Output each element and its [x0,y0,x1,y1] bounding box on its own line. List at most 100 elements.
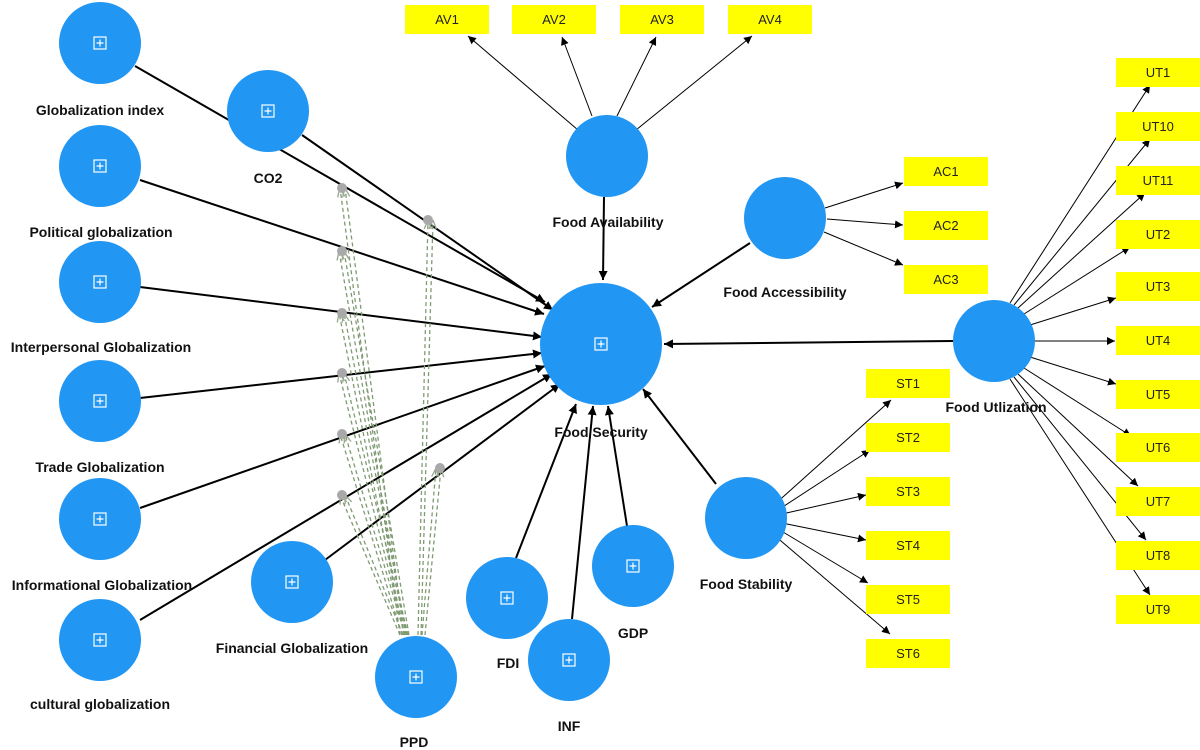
construct-globalization-index[interactable] [59,2,141,84]
label-food-availability: Food Availability [553,214,664,230]
label-trade-globalization: Trade Globalization [35,459,164,475]
indicator-ut6[interactable]: UT6 [1116,433,1200,462]
indicator-ut4[interactable]: UT4 [1116,326,1200,355]
svg-text:ST2: ST2 [896,430,920,445]
junction-dot [337,368,347,378]
indicator-st2[interactable]: ST2 [866,423,950,452]
construct-financial-globalization[interactable] [251,541,333,623]
label-fdi: FDI [497,655,520,671]
loading-av3 [616,36,657,117]
construct-food-availability[interactable] [566,115,648,197]
junction-dot [435,463,445,473]
junction-dot [337,429,347,439]
indicator-ac2[interactable]: AC2 [904,211,988,240]
path-gdp-to-food-security [604,405,628,527]
label-food-accessibility: Food Accessibility [723,284,846,300]
indicator-av4[interactable]: AV4 [728,5,812,34]
loading-av1 [467,35,579,131]
loading-st1 [773,399,892,506]
svg-text:AC3: AC3 [933,272,958,287]
path-food-utilization-to-food-security [663,339,954,349]
indicator-ut2[interactable]: UT2 [1116,220,1200,249]
construct-inf[interactable] [528,619,610,701]
indicator-ut1[interactable]: UT1 [1116,58,1200,87]
indicator-ac1[interactable]: AC1 [904,157,988,186]
construct-food-accessibility[interactable] [744,177,826,259]
construct-food-security[interactable] [540,283,662,405]
construct-interpersonal-globalization[interactable] [59,241,141,323]
plus-square-icon [500,591,514,605]
indicator-ut7[interactable]: UT7 [1116,487,1200,516]
indicator-st5[interactable]: ST5 [866,585,950,614]
construct-ppd[interactable] [375,636,457,718]
indicator-ut10[interactable]: UT10 [1116,112,1200,141]
construct-co2[interactable] [227,70,309,152]
svg-text:ST1: ST1 [896,376,920,391]
svg-text:UT6: UT6 [1146,440,1171,455]
indicator-st1[interactable]: ST1 [866,369,950,398]
loading-ac3 [823,231,904,266]
plus-square-icon [93,36,107,50]
path-food-accessibility-to-food-security [651,242,751,308]
loading-ac2 [826,218,904,229]
indicator-av2[interactable]: AV2 [512,5,596,34]
label-ppd: PPD [400,734,429,750]
plus-square-icon [626,559,640,573]
moderator-line [424,468,441,636]
moderator-line [339,373,406,636]
moderator-line [345,188,405,636]
indicator-st4[interactable]: ST4 [866,531,950,560]
junction-dot [337,308,347,318]
junction-dot [337,183,347,193]
construct-gdp[interactable] [592,525,674,607]
loading-ut11 [1017,192,1146,309]
construct-food-stability[interactable] [705,477,787,559]
indicator-st3[interactable]: ST3 [866,477,950,506]
construct-cultural-globalization[interactable] [59,599,141,681]
indicator-av3[interactable]: AV3 [620,5,704,34]
svg-text:UT1: UT1 [1146,65,1171,80]
moderator-junctions [337,183,445,500]
loading-st2 [777,449,871,511]
svg-text:UT10: UT10 [1142,119,1174,134]
svg-text:UT11: UT11 [1143,173,1174,188]
loading-ac1 [824,181,904,209]
label-financial-globalization: Financial Globalization [216,640,368,656]
loading-ut6 [1023,367,1132,437]
svg-text:AV3: AV3 [650,12,674,27]
moderator-line [340,434,403,636]
indicator-st6[interactable]: ST6 [866,639,950,668]
svg-text:ST3: ST3 [896,484,920,499]
loading-st4 [781,522,867,543]
indicator-ut9[interactable]: UT9 [1116,595,1200,624]
label-food-stability: Food Stability [700,576,793,592]
construct-trade-globalization[interactable] [59,360,141,442]
label-informational-globalization: Informational Globalization [12,577,192,593]
svg-text:ST6: ST6 [896,646,920,661]
plus-square-icon [409,670,423,684]
indicator-av1[interactable]: AV1 [405,5,489,34]
indicator-ut5[interactable]: UT5 [1116,380,1200,409]
construct-political-globalization[interactable] [59,125,141,207]
svg-text:AC2: AC2 [933,218,958,233]
moderator-line [340,188,401,636]
plus-square-icon [93,394,107,408]
path-inf-to-food-security [571,405,597,620]
moderator-line [344,313,408,636]
indicator-ut3[interactable]: UT3 [1116,272,1200,301]
label-food-utilization: Food Utlization [945,399,1046,415]
indicator-ut11[interactable]: UT11 [1116,166,1200,195]
plus-square-icon [93,275,107,289]
loading-ut5 [1029,356,1117,386]
construct-informational-globalization[interactable] [59,478,141,560]
construct-food-utilization[interactable] [953,300,1035,382]
indicator-ut8[interactable]: UT8 [1116,541,1200,570]
indicator-ac3[interactable]: AC3 [904,265,988,294]
junction-dot [423,215,433,225]
moderator-line [344,373,409,636]
junction-dot [337,246,347,256]
construct-fdi[interactable] [466,557,548,639]
plus-square-icon [594,337,608,351]
moderator-line [344,251,410,636]
